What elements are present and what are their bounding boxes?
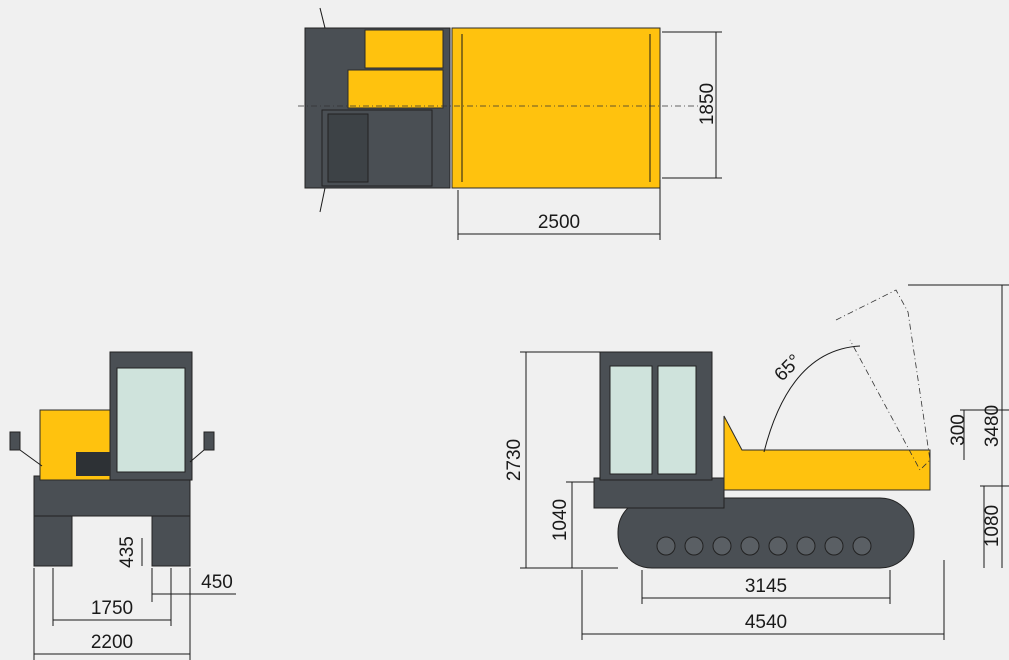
side-road-wheels bbox=[656, 536, 872, 556]
dim-label-deck-height: 1040 bbox=[550, 499, 571, 541]
top-cab-seat bbox=[327, 113, 369, 183]
front-grille bbox=[76, 452, 110, 476]
side-raised-bed bbox=[835, 289, 931, 471]
dim-label-rear-height: 1080 bbox=[982, 505, 1003, 547]
dim-label-overall-length: 4540 bbox=[745, 612, 787, 633]
dim-label-overall-height: 2730 bbox=[504, 439, 525, 481]
dim-label-overall-width: 2200 bbox=[91, 632, 133, 653]
side-cab-rear-glass bbox=[657, 365, 697, 475]
dim-label-clearance: 300 bbox=[948, 414, 969, 446]
side-cab-door-glass bbox=[609, 365, 653, 475]
side-dump-bed bbox=[723, 415, 931, 491]
dim-label-dump-angle: 65° bbox=[771, 351, 806, 386]
top-engine-bay bbox=[347, 69, 444, 109]
dim-label-track-length: 3145 bbox=[745, 576, 787, 597]
top-view: 1850 2500 bbox=[298, 7, 722, 240]
top-engine-cover bbox=[364, 29, 444, 69]
side-view: 65° 2730 1040 3145 4540 3480 300 1080 bbox=[504, 284, 1009, 640]
front-view: 435 450 1750 2200 bbox=[9, 351, 236, 660]
front-undercarriage bbox=[33, 475, 191, 517]
dim-label-tilt-height: 3480 bbox=[982, 405, 1003, 447]
dim-label-top-length: 2500 bbox=[538, 212, 580, 233]
dim-label-track-height: 435 bbox=[117, 536, 138, 568]
dump-angle-arc bbox=[763, 345, 861, 453]
side-chassis bbox=[593, 477, 725, 509]
dim-label-top-width: 1850 bbox=[697, 83, 718, 125]
dim-label-track-width: 450 bbox=[201, 572, 233, 593]
front-windshield bbox=[116, 367, 186, 473]
dim-label-track-gauge: 1750 bbox=[91, 598, 133, 619]
top-dump-bed bbox=[451, 27, 661, 189]
